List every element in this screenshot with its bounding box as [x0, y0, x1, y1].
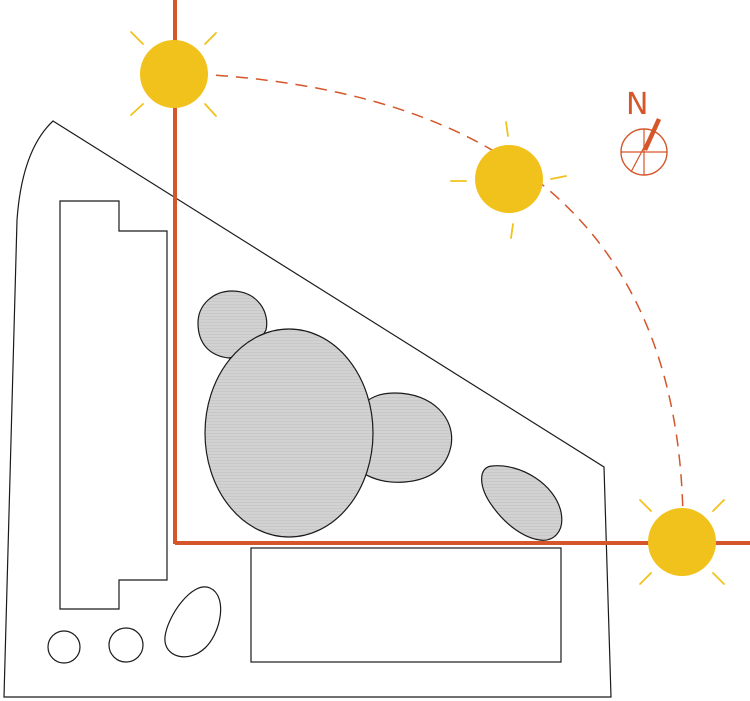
pond-shape: [164, 586, 222, 658]
tree-canopy-icon: [204, 328, 374, 538]
building-footprint-west: [59, 200, 168, 610]
sun-icon: [130, 31, 217, 117]
building-footprint-south: [250, 547, 562, 663]
sun-icon: [639, 499, 725, 585]
tree-canopy-icon: [481, 465, 563, 541]
round-planter: [47, 630, 81, 664]
site-boundary: [3, 120, 612, 698]
compass-label: N: [626, 87, 648, 122]
compass-icon: [620, 118, 668, 176]
sun-path-arc: [175, 72, 684, 543]
sun-icon: [450, 121, 567, 239]
round-planter: [108, 627, 144, 663]
tree-canopy-group: [197, 290, 563, 541]
